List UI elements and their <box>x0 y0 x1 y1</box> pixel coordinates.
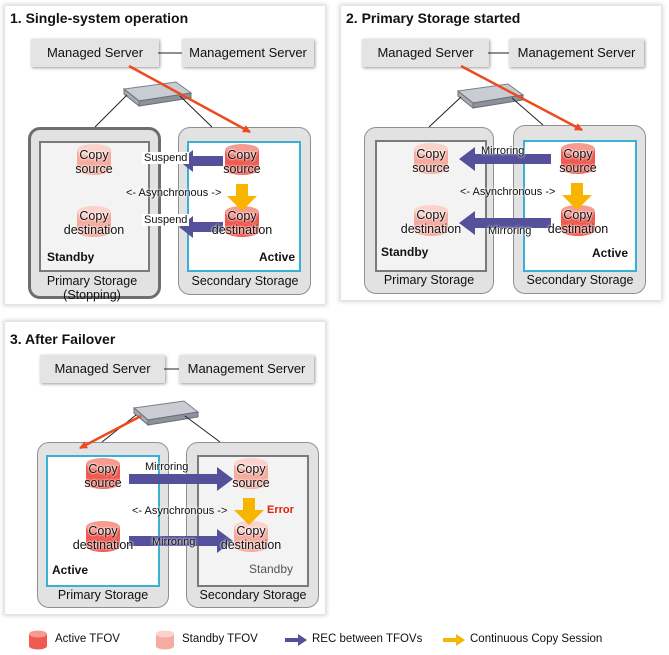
suspend-label-top: Suspend <box>142 152 190 164</box>
rec-legend-arrow-icon <box>285 634 307 646</box>
copy-source-active-volume-icon <box>561 143 595 174</box>
panel2-graphics <box>414 52 595 236</box>
suspend-arrow-top-icon <box>179 150 223 172</box>
suspend-arrow-bottom-icon <box>179 216 223 238</box>
rec-mirroring-arrow-top-icon <box>459 147 551 171</box>
continuous-copy-session-arrow-icon <box>562 183 592 210</box>
panel3-graphics <box>79 368 268 553</box>
panel-single-system-operation: 1. Single-system operation Managed Serve… <box>5 6 325 304</box>
standby-state-label: Standby <box>249 562 294 576</box>
network-switch-icon <box>456 83 525 110</box>
standby-state-label: Standby <box>47 250 95 264</box>
copy-source-standby-volume-icon <box>414 143 448 174</box>
copy-destination-standby-volume-icon <box>77 206 111 237</box>
active-state-label: Active <box>259 250 296 264</box>
continuous-copy-session-arrow-icon <box>234 498 264 525</box>
panel-title: 3. After Failover <box>10 331 116 347</box>
suspend-label-bottom: Suspend <box>142 214 190 226</box>
panel1-graphics <box>77 52 259 238</box>
copy-destination-active-volume-icon <box>86 521 120 552</box>
secondary-storage-label: Secondary Storage <box>526 273 634 287</box>
panel-after-failover: 3. After Failover Managed Server Managem… <box>5 322 325 614</box>
mirroring-label-top: Mirroring <box>481 145 525 157</box>
copy-source-standby-volume-icon <box>77 144 111 175</box>
active-tfov-legend-icon <box>29 630 47 650</box>
management-server: Management Server <box>179 355 314 383</box>
active-state-label: Active <box>592 246 629 260</box>
continuous-copy-session-arrow-icon <box>227 184 257 211</box>
copy-destination-active-volume-icon <box>561 205 595 236</box>
managed-server: Managed Server <box>31 39 159 67</box>
primary-storage-label: Primary Storage (Stopping) <box>46 274 138 302</box>
asynchronous-label: <- Asynchronous -> <box>126 187 222 199</box>
copy-session-legend-arrow-icon <box>443 634 465 646</box>
copy-destination-standby-volume-icon <box>414 205 448 236</box>
rec-mirroring-arrow-top-icon <box>129 467 233 491</box>
managed-server: Managed Server <box>362 39 489 67</box>
management-server: Management Server <box>509 39 644 67</box>
asynchronous-label: <- Asynchronous -> <box>460 186 556 198</box>
active-state-label: Active <box>52 563 89 577</box>
primary-storage-label: Primary Storage <box>57 588 149 602</box>
error-label: Error <box>267 504 294 516</box>
panel-title: 1. Single-system operation <box>10 10 189 26</box>
asynchronous-label: <- Asynchronous -> <box>132 505 228 517</box>
rec-mirroring-arrow-bottom-icon <box>459 211 551 235</box>
mirroring-label-bottom: Mirroring <box>488 225 532 237</box>
management-server: Management Server <box>182 39 314 67</box>
legend-continuous-copy-session: Continuous Copy Session <box>470 633 603 645</box>
secondary-storage-label: Secondary Storage <box>199 588 307 602</box>
legend-standby-tfov: Standby TFOV <box>182 633 258 645</box>
managed-server: Managed Server <box>40 355 165 383</box>
mirroring-label-bottom: Mirroring <box>152 536 196 548</box>
network-switch-icon <box>122 81 193 108</box>
legend-rec-between-tfovs: REC between TFOVs <box>312 633 423 645</box>
rec-mirroring-arrow-bottom-icon <box>129 529 233 553</box>
copy-source-active-volume-icon <box>225 144 259 175</box>
panel-title: 2. Primary Storage started <box>346 10 521 26</box>
copy-destination-standby-volume-icon <box>234 521 268 552</box>
panel-primary-storage-started: 2. Primary Storage started Managed Serve… <box>341 6 661 300</box>
mirroring-label-top: Mirroring <box>145 461 189 473</box>
copy-destination-active-volume-icon <box>225 206 259 237</box>
network-switch-icon <box>132 400 200 427</box>
standby-state-label: Standby <box>381 245 429 259</box>
standby-tfov-legend-icon <box>156 630 174 650</box>
secondary-storage-label: Secondary Storage <box>191 274 299 288</box>
legend-active-tfov: Active TFOV <box>55 633 120 645</box>
copy-source-active-volume-icon <box>86 458 120 489</box>
primary-storage-label: Primary Storage <box>383 273 475 287</box>
copy-source-standby-volume-icon <box>234 458 268 489</box>
